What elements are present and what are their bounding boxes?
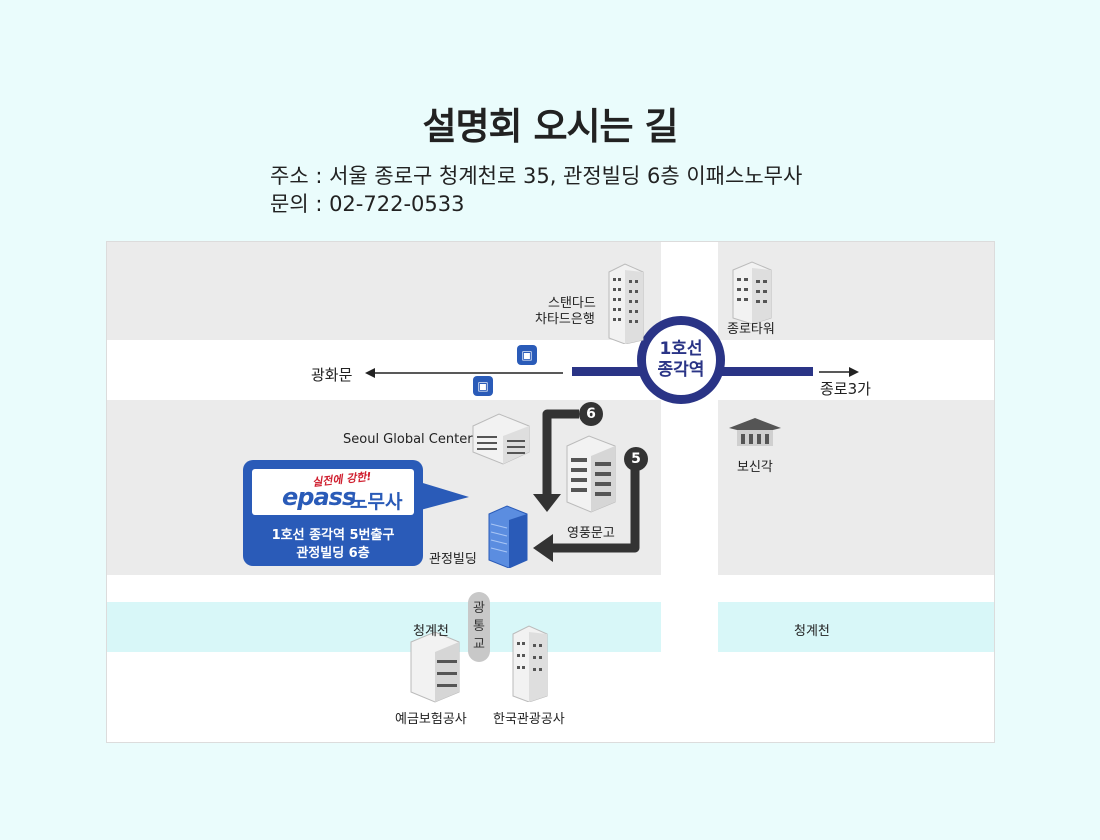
phone-text: 문의 : 02-722-0533 xyxy=(270,192,465,216)
label-cheonggye-right: 청계천 xyxy=(794,624,830,639)
label-korea-tourism: 한국관광공사 xyxy=(493,712,565,727)
bridge-char: 교 xyxy=(473,637,485,652)
label-gwanjeong: 관정빌딩 xyxy=(429,552,477,567)
bus-icon: ▣ xyxy=(473,376,493,396)
station-line: 1호선 xyxy=(659,339,703,359)
label-youngpoong: 영풍문고 xyxy=(567,526,615,541)
cheonggyecheon-right xyxy=(718,602,994,652)
label-jongro-tower: 종로타워 xyxy=(727,322,775,337)
label-jongro3ga: 종로3가 xyxy=(820,380,871,398)
subway-line-right xyxy=(721,367,813,376)
standard-bank-building-icon xyxy=(608,263,644,344)
bus-icon: ▣ xyxy=(517,345,537,365)
logo-nomu: 노무사 xyxy=(350,491,403,513)
deposit-insurance-building-icon xyxy=(410,631,460,703)
station-name: 종각역 xyxy=(657,360,705,380)
subway-line-left xyxy=(572,367,642,376)
bridge-char: 광 xyxy=(473,601,485,616)
label-cheonggye-left: 청계천 xyxy=(413,624,449,639)
cheonggyecheon-left xyxy=(107,602,661,652)
youngpoong-building-icon xyxy=(566,435,616,513)
label-standard-bank-2: 차타드은행 xyxy=(535,312,595,327)
label-gwanghwamun: 광화문 xyxy=(311,366,353,384)
block-top-left xyxy=(107,242,661,340)
epass-callout: 실전에 강한! epass 노무사 1호선 종각역 5번출구 관정빌딩 6층 xyxy=(243,460,423,566)
korea-tourism-building-icon xyxy=(512,625,548,702)
label-bosingak: 보신각 xyxy=(737,460,773,475)
page-title: 설명회 오시는 길 xyxy=(422,105,678,148)
exit-6-badge: 6 xyxy=(579,402,603,426)
address-text: 주소 : 서울 종로구 청계천로 35, 관정빌딩 6층 이패스노무사 xyxy=(270,164,803,188)
label-standard-bank-1: 스탠다드 xyxy=(548,296,596,311)
gwangtong-bridge: 광 통 교 xyxy=(468,592,490,662)
epass-logo: 실전에 강한! epass 노무사 xyxy=(252,469,414,515)
callout-line-1: 1호선 종각역 5번출구 xyxy=(271,528,395,543)
road-arrows xyxy=(365,367,859,562)
label-seoul-global-center: Seoul Global Center xyxy=(343,432,473,447)
jonggak-station: 1호선 종각역 xyxy=(637,316,725,404)
location-map: 1호선 종각역 ▣ ▣ 6 5 xyxy=(106,241,995,743)
bosingak-pavilion-icon xyxy=(729,418,781,446)
callout-line-2: 관정빌딩 6층 xyxy=(296,546,370,561)
label-deposit-insurance: 예금보험공사 xyxy=(395,712,467,727)
bridge-char: 통 xyxy=(473,619,485,634)
seoul-global-center-building-icon xyxy=(472,413,530,465)
gwanjeong-building-icon xyxy=(488,505,528,568)
jongro-tower-building-icon xyxy=(732,261,772,324)
logo-epass: epass xyxy=(282,483,356,511)
exit-5-badge: 5 xyxy=(624,447,648,471)
